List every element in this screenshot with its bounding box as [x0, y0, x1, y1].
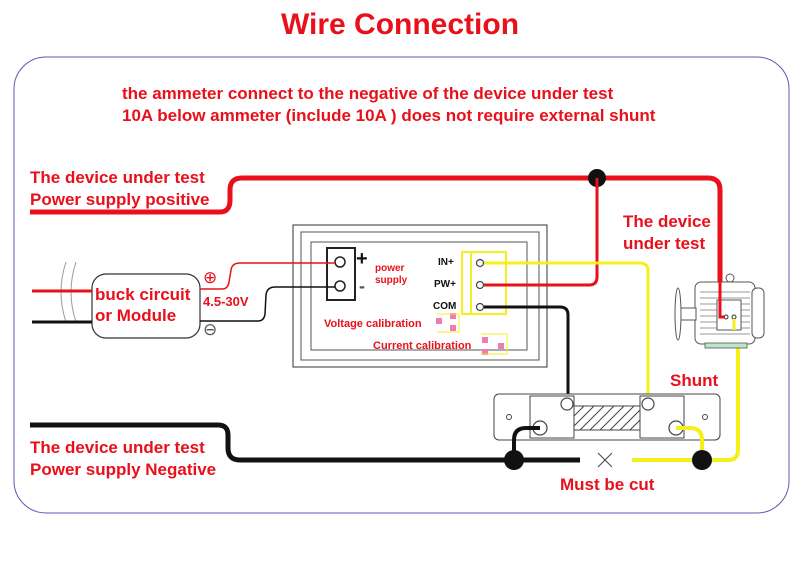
return-junction	[692, 450, 712, 470]
power-negative-wire	[200, 286, 335, 322]
power-terminal-block	[326, 247, 356, 301]
pin-com	[475, 302, 485, 312]
supply-negative-wire	[30, 422, 580, 463]
minus-terminal-icon: ⊖	[203, 320, 218, 339]
com-wire	[484, 305, 570, 402]
meter-panel	[310, 241, 528, 351]
voltage-calibration-label: Voltage calibration	[324, 318, 422, 330]
power-terminal-positive	[334, 256, 346, 268]
note-line-1: the ammeter connect to the negative of t…	[122, 84, 614, 103]
device-return-wire	[632, 300, 740, 462]
negative-junction	[504, 450, 524, 470]
shunt-left-wire	[512, 426, 540, 460]
diagram-title: Wire Connection	[280, 8, 520, 41]
shunt-resistor	[573, 405, 641, 431]
pin-pw-plus	[475, 280, 485, 290]
buck-module-label: buck circuit or Module	[95, 285, 191, 325]
power-supply-label: power supply	[375, 263, 408, 286]
power-terminal-negative	[334, 280, 346, 292]
shunt-label: Shunt	[670, 371, 719, 390]
supply-negative-label: The device under test Power supply Negat…	[30, 438, 217, 479]
power-minus-sign: -	[359, 276, 365, 296]
buck-module-box	[91, 273, 201, 339]
supply-positive-wire	[30, 175, 723, 322]
note-line-2: 10A below ammeter (include 10A ) does no…	[122, 106, 656, 125]
power-positive-wire	[200, 262, 335, 290]
pin-label-pw-plus: PW+	[434, 279, 456, 290]
shunt-right-wire	[676, 426, 704, 460]
power-plus-sign: +	[356, 248, 368, 270]
pin-in-plus	[475, 258, 485, 268]
pin-label-com: COM	[433, 301, 457, 312]
shunt-sense-screw-left	[560, 397, 574, 411]
current-calibration-pot	[481, 333, 508, 355]
plus-terminal-icon: ⊕	[203, 268, 218, 287]
cut-mark	[597, 452, 613, 468]
pw-plus-wire	[484, 178, 599, 287]
current-calibration-label: Current calibration	[373, 340, 472, 352]
shunt-sense-screw-right	[641, 397, 655, 411]
outer-frame	[13, 56, 790, 514]
must-be-cut-label: Must be cut	[560, 475, 655, 494]
in-plus-wire	[484, 261, 650, 402]
voltage-calibration-pot	[436, 313, 460, 333]
signal-terminal-block	[461, 251, 507, 315]
pin-label-in-plus: IN+	[438, 257, 454, 268]
supply-positive-label: The device under test Power supply posit…	[30, 168, 210, 209]
device-under-test-label: The device under test	[623, 212, 711, 253]
voltage-range-label: 4.5-30V	[203, 294, 249, 309]
meter-inner-bezel	[300, 231, 540, 361]
